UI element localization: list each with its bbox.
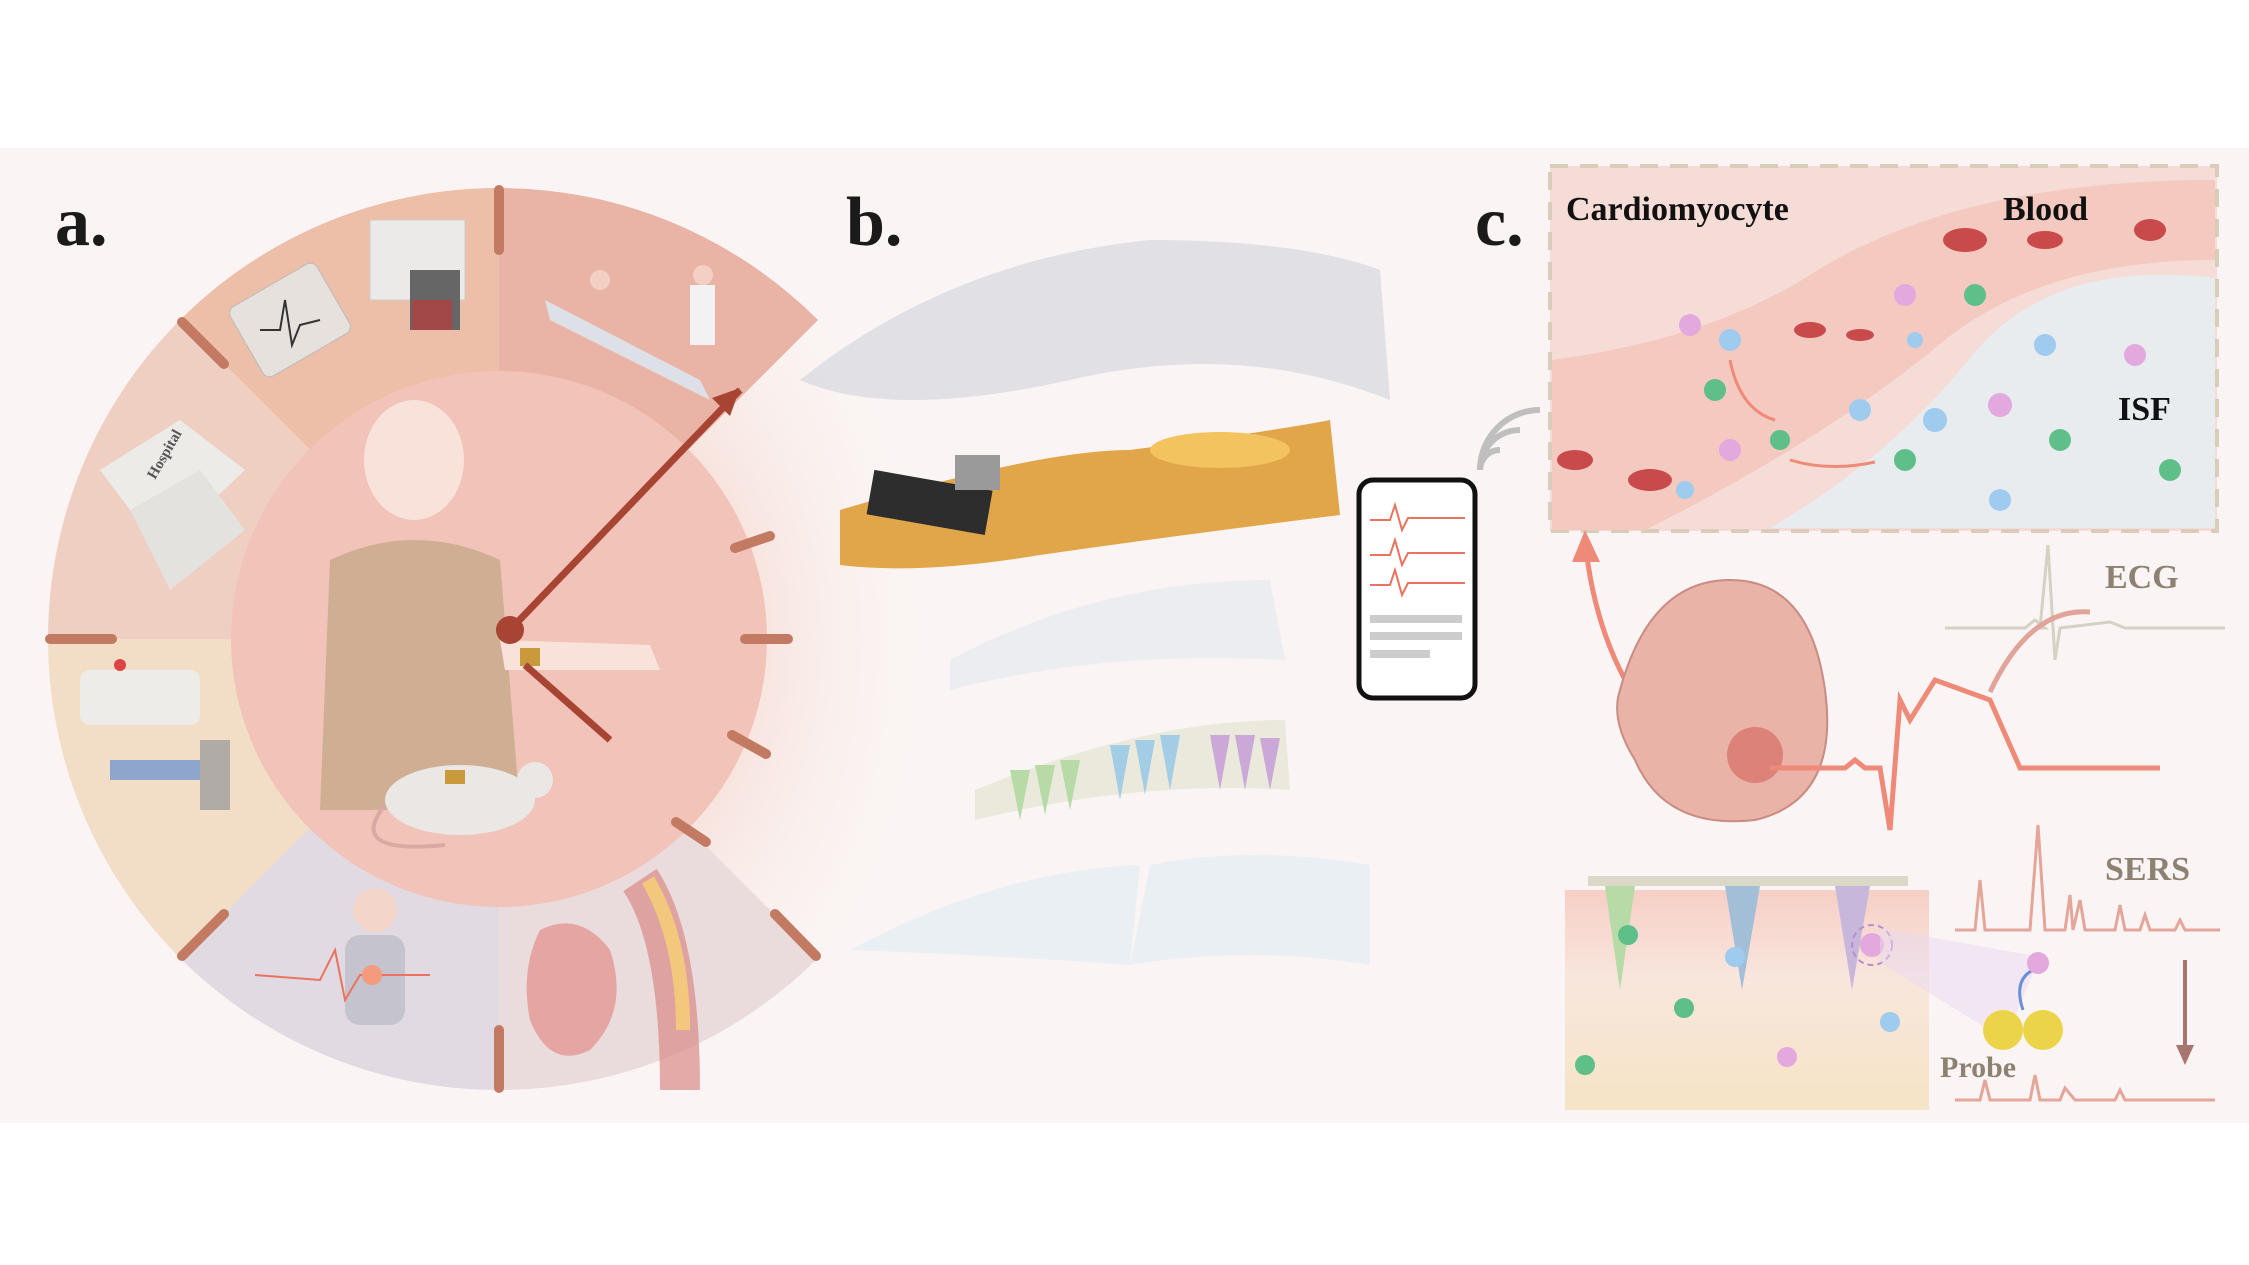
microneedle-blue: [1725, 886, 1760, 990]
heart-icon: [1616, 578, 1829, 823]
microcontroller: [955, 455, 1000, 490]
encapsulation-layer-top: [800, 240, 1390, 400]
blood-vessel: [1552, 180, 2215, 530]
blood-analyzer-icon: [369, 219, 466, 330]
panel-b-label: b.: [846, 184, 902, 261]
heart-artery-icon: [526, 868, 700, 1091]
microneedle-patch-base: [1588, 876, 1908, 886]
backing-layer: [850, 865, 1140, 965]
blood-cells: [1557, 219, 2166, 491]
electrode-pad: [1150, 432, 1290, 468]
probe-label: Probe: [1940, 1051, 2016, 1084]
skin-biomarkers: [1575, 925, 1900, 1075]
panel-a-clock: Hospital a.: [45, 184, 951, 1093]
ecg-trace: [1945, 544, 2225, 661]
arrowhead: [2176, 1045, 2194, 1065]
isf-label: ISF: [2118, 391, 2171, 428]
microneedle-purple: [1835, 886, 1870, 990]
arrowhead: [1572, 530, 1600, 562]
panel-b-device: b.: [800, 184, 1541, 965]
ambulance-icon: [80, 659, 230, 810]
sers-spectrum-low: [1955, 1074, 2215, 1102]
heart-attack-person-icon: [254, 888, 430, 1025]
clock-ticks: [45, 185, 821, 1093]
diffusion-arrow: [1728, 359, 1776, 422]
panel-c-label: c.: [1475, 184, 1524, 261]
smartphone-icon: [1356, 477, 1478, 701]
probe-icon: [1983, 952, 2063, 1050]
action-potential-line: [1770, 676, 2160, 831]
ecg-arrow: [1987, 609, 2091, 694]
blood-label: Blood: [2003, 191, 2088, 228]
panel-a-label: a.: [55, 184, 108, 261]
microneedle-array: [1010, 735, 1280, 820]
rat-icon: [371, 762, 553, 849]
ecg-label: ECG: [2105, 559, 2179, 596]
clock-hand: [507, 387, 743, 743]
sers-label: SERS: [2105, 851, 2190, 888]
biomarker-particles: [1676, 284, 2181, 511]
hour-hand-tip: [712, 388, 740, 416]
icu-bed-icon: [545, 265, 715, 400]
panel-c-mechanism: c. Cardiomyocyte Blood ISF ECG Probe: [1475, 164, 2225, 1110]
backing-layer-right: [1130, 855, 1370, 965]
wireless-signal-icon: [1477, 407, 1541, 471]
sers-spectrum-high: [1955, 824, 2220, 932]
microneedle-base: [975, 720, 1290, 820]
ecg-monitor-icon: [229, 262, 351, 378]
patient-figure-icon: [320, 400, 660, 810]
hospital-building-icon: Hospital: [100, 420, 245, 590]
diffusion-arrow: [1789, 458, 1876, 468]
cardiomyocyte-label: Cardiomyocyte: [1566, 191, 1789, 228]
clock-hand-pivot: [496, 616, 524, 644]
encapsulation-layer-mid: [950, 580, 1285, 690]
